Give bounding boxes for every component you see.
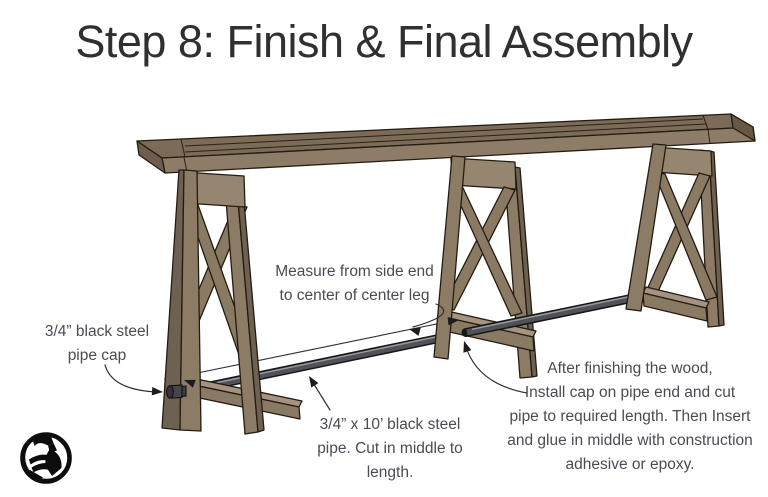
- annotation-line: 3/4” black steel: [44, 323, 150, 340]
- measure-annotation: Measure from side end to center of cente…: [252, 260, 457, 308]
- steel-pipe-left-span: [178, 332, 451, 396]
- pipe-cap: [166, 384, 187, 399]
- right-leg-assembly: [625, 143, 725, 328]
- finish-leader-arrow: [463, 341, 528, 394]
- annotation-line: pipe cap: [67, 347, 127, 364]
- measure-leader-arrow: [409, 303, 445, 336]
- pipe-annotation: 3/4” x 10’ black steel pipe. Cut in midd…: [305, 413, 475, 485]
- finish-annotation: After finishing the wood, Install cap on…: [500, 357, 760, 477]
- left-leg-assembly: [161, 169, 303, 435]
- annotation-line: length.: [366, 464, 414, 481]
- page-title: Step 8: Finish & Final Assembly: [75, 16, 693, 67]
- pipe-cap-annotation: 3/4” black steel pipe cap: [22, 320, 172, 368]
- steel-pipe-right-span: [461, 290, 653, 337]
- pipe-leader-arrow: [309, 376, 331, 411]
- pipe-cap-leader-arrow: [104, 364, 163, 396]
- dimension-arrowhead-left: [184, 379, 196, 388]
- dimension-arrowhead-right: [447, 316, 459, 326]
- annotation-line: After finishing the wood,: [547, 360, 713, 377]
- annotation-line: and glue in middle with construction: [507, 432, 753, 449]
- tabletop: [136, 113, 756, 174]
- annotation-line: pipe to required length. Then Insert: [509, 408, 751, 425]
- annotation-line: to center of center leg: [279, 287, 430, 304]
- annotation-line: Install cap on pipe end and cut: [524, 384, 736, 401]
- annotation-line: adhesive or epoxy.: [565, 456, 695, 473]
- builder-figure-logo: [20, 432, 72, 484]
- annotation-line: pipe. Cut in middle to: [317, 440, 463, 457]
- annotation-line: Measure from side end: [275, 263, 434, 280]
- annotation-line: 3/4” x 10’ black steel: [319, 416, 461, 433]
